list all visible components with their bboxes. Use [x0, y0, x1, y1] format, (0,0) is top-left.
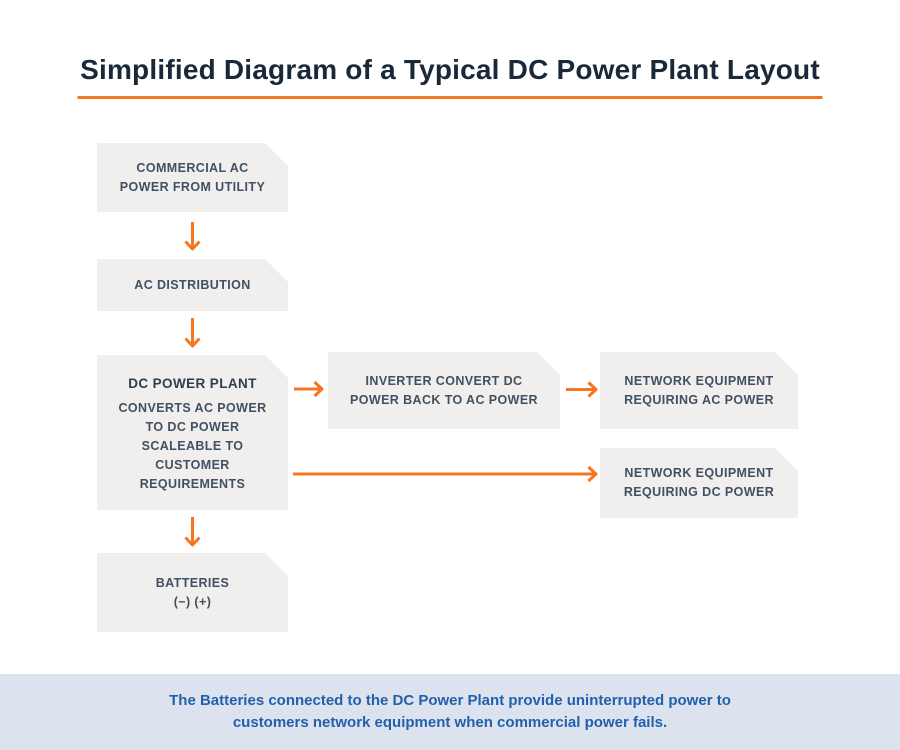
node-batteries: BATTERIES (−) (+): [97, 553, 288, 632]
footnote-bar: The Batteries connected to the DC Power …: [0, 674, 900, 750]
box-line: NETWORK EQUIPMENT: [624, 466, 774, 480]
box-line: CUSTOMER: [155, 458, 230, 472]
arrow-right-icon: [294, 380, 324, 398]
box-line: COMMERCIAL AC: [136, 160, 249, 175]
box-line: TO DC POWER: [145, 420, 240, 434]
node-inverter: INVERTER CONVERT DC POWER BACK TO AC POW…: [328, 352, 560, 429]
node-commercial-ac-power: COMMERCIAL AC POWER FROM UTILITY: [97, 143, 288, 212]
box-line: SCALEABLE TO: [141, 439, 244, 453]
box-line: BATTERIES: [155, 575, 230, 590]
arrow-down-icon: [184, 318, 201, 348]
box-line: NETWORK EQUIPMENT: [624, 373, 774, 388]
node-network-equipment-ac: NETWORK EQUIPMENT REQUIRING AC POWER: [600, 352, 798, 429]
arrow-down-icon: [184, 517, 201, 547]
box-line: INVERTER CONVERT DC: [365, 373, 523, 388]
box-line: AC DISTRIBUTION: [134, 277, 251, 292]
box-line: REQUIRING AC POWER: [624, 392, 774, 407]
title-underline: [77, 96, 823, 99]
arrow-right-icon: [293, 465, 598, 483]
box-line: REQUIRING DC POWER: [623, 485, 775, 499]
box-line: CONVERTS AC POWER: [118, 401, 267, 415]
box-line: REQUIREMENTS: [139, 477, 246, 491]
footnote-line: customers network equipment when commerc…: [232, 714, 668, 731]
footnote-line: The Batteries connected to the DC Power …: [169, 692, 731, 709]
page-title: Simplified Diagram of a Typical DC Power…: [80, 54, 820, 85]
footnote-text: The Batteries connected to the DC Power …: [169, 690, 731, 734]
box-heading: DC POWER PLANT: [128, 376, 257, 391]
box-line: POWER BACK TO AC POWER: [350, 392, 538, 407]
arrow-right-icon: [566, 381, 598, 398]
node-dc-power-plant: DC POWER PLANT CONVERTS AC POWER TO DC P…: [97, 355, 288, 510]
node-ac-distribution: AC DISTRIBUTION: [97, 259, 288, 311]
node-network-equipment-dc: NETWORK EQUIPMENT REQUIRING DC POWER: [600, 448, 798, 518]
arrow-down-icon: [184, 222, 201, 251]
box-line: (−) (+): [173, 594, 212, 609]
box-line: POWER FROM UTILITY: [119, 179, 266, 194]
